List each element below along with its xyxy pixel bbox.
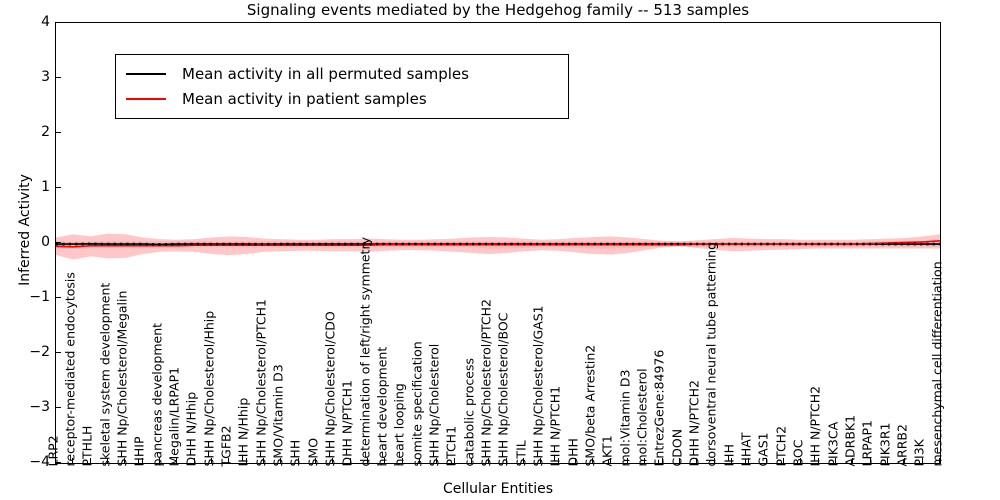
y-tick-mark xyxy=(55,187,61,188)
y-tick-label: −1 xyxy=(29,289,50,305)
x-tick-label[interactable]: SHH Np/Cholesterol/CDO xyxy=(322,310,338,466)
x-axis-label: Cellular Entities xyxy=(442,481,554,497)
x-tick-label[interactable]: mol:Vitamin D3 xyxy=(617,369,632,466)
plot-area: Mean activity in all permuted samples Me… xyxy=(55,22,941,464)
y-tick-mark xyxy=(55,352,61,353)
x-tick-label[interactable]: skeletal system development xyxy=(97,282,112,466)
x-tick-label[interactable]: TGFB2 xyxy=(218,424,234,466)
x-tick-label[interactable]: HHAT xyxy=(738,431,754,466)
x-tick-label[interactable]: heart looping xyxy=(391,382,407,466)
patient-variability-band xyxy=(56,233,940,260)
y-tick-mark xyxy=(55,242,61,243)
y-tick-mark xyxy=(55,22,61,23)
x-tick-label[interactable]: somite specification xyxy=(409,340,424,466)
legend-label-permuted: Mean activity in all permuted samples xyxy=(182,64,469,83)
x-tick-label[interactable]: BOC xyxy=(790,439,806,466)
y-tick-label: 2 xyxy=(41,124,50,140)
x-tick-label[interactable]: heart development xyxy=(374,346,390,466)
x-tick-label[interactable]: SHH Np/Cholesterol xyxy=(426,343,442,466)
x-tick-label[interactable]: DHH N/PTCH2 xyxy=(686,379,702,466)
x-tick-label[interactable]: DHH N/PTCH1 xyxy=(339,379,355,466)
x-tick-label[interactable]: IHH N/Hhip xyxy=(235,397,251,466)
x-tick-label[interactable]: dorsoventral neural tube patterning xyxy=(703,241,719,467)
y-tick-label: −2 xyxy=(29,344,50,360)
y-tick-label: −3 xyxy=(29,399,50,415)
x-tick-label[interactable]: EntrezGene:84976 xyxy=(651,349,667,466)
x-tick-label[interactable]: PIK3CA xyxy=(825,421,840,466)
chart-title: Signaling events mediated by the Hedgeho… xyxy=(246,1,750,19)
y-tick-label: 1 xyxy=(41,179,50,195)
x-tick-label[interactable]: IHH xyxy=(721,443,736,467)
x-tick-label[interactable]: DHH xyxy=(565,437,580,466)
x-tick-label[interactable]: PTCH2 xyxy=(773,425,788,466)
x-tick-label[interactable]: GAS1 xyxy=(755,431,771,466)
x-tick-label[interactable]: DHH N/Hhip xyxy=(183,391,199,466)
x-tick-label[interactable]: SMO/Vitamin D3 xyxy=(270,363,286,466)
x-tick-label[interactable]: SMO/beta Arrestin2 xyxy=(582,344,598,466)
x-tick-label[interactable]: catabolic process xyxy=(461,357,476,466)
legend-label-patient: Mean activity in patient samples xyxy=(182,89,427,108)
x-tick-label[interactable]: SHH Np/Cholesterol/PTCH2 xyxy=(478,298,494,467)
x-tick-label[interactable]: STIL xyxy=(513,439,528,466)
y-tick-mark xyxy=(55,407,61,408)
x-tick-label[interactable]: PI3K xyxy=(911,438,927,466)
x-tick-label[interactable]: PIK3R1 xyxy=(877,421,892,466)
plot-canvas xyxy=(56,233,940,260)
x-tick-label[interactable]: determination of left/right symmetry xyxy=(357,236,372,467)
series-markers-permuted xyxy=(56,242,940,246)
y-tick-mark xyxy=(55,132,61,133)
x-tick-label[interactable]: SMO xyxy=(305,437,320,466)
x-tick-label[interactable]: Megalin/LRPAP1 xyxy=(166,366,182,466)
x-tick-label[interactable]: PTHLH xyxy=(79,425,95,466)
x-tick-label[interactable]: IHH N/PTCH1 xyxy=(547,385,563,466)
x-tick-label[interactable]: HHIP xyxy=(131,435,147,466)
y-tick-label: 3 xyxy=(41,69,50,85)
legend-item-patient[interactable]: Mean activity in patient samples xyxy=(126,86,558,111)
y-tick-mark xyxy=(55,462,61,463)
legend-item-permuted[interactable]: Mean activity in all permuted samples xyxy=(126,61,558,86)
x-tick-label[interactable]: SHH xyxy=(287,439,303,466)
y-tick-label: 0 xyxy=(41,234,50,250)
x-tick-label[interactable]: ARRB2 xyxy=(894,423,910,466)
y-axis-tick-labels: 4 3 2 1 0 −1 −2 −3 −4 xyxy=(10,15,50,469)
x-tick-label[interactable]: CDON xyxy=(669,428,684,466)
x-tick-label[interactable]: SHH Np/Cholesterol/Megalin xyxy=(114,290,130,466)
x-tick-label[interactable]: SHH Np/Cholesterol/PTCH1 xyxy=(253,298,268,467)
legend-line-swatch-patient xyxy=(126,97,166,100)
x-tick-label[interactable]: pancreas development xyxy=(149,322,164,466)
x-tick-label[interactable]: SHH Np/Cholesterol/GAS1 xyxy=(530,304,546,466)
y-tick-mark xyxy=(55,297,61,298)
x-tick-label[interactable]: mol:Cholesterol xyxy=(634,367,650,466)
y-tick-label: 4 xyxy=(41,14,50,30)
x-tick-label[interactable]: ADRBK1 xyxy=(842,414,858,466)
x-tick-label[interactable]: receptor-mediated endocytosis xyxy=(62,271,78,466)
x-tick-label[interactable]: SHH Np/Cholesterol/BOC xyxy=(495,312,511,466)
x-tick-label[interactable]: LRPAP1 xyxy=(859,419,875,466)
y-tick-label: −4 xyxy=(29,454,50,470)
x-tick-label[interactable]: IHH N/PTCH2 xyxy=(807,385,823,466)
x-tick-label[interactable]: PTCH1 xyxy=(443,425,459,466)
y-axis-label: Inferred Activity xyxy=(17,174,33,286)
chart-legend: Mean activity in all permuted samples Me… xyxy=(115,54,569,119)
x-tick-label[interactable]: mesenchymal cell differentiation xyxy=(929,260,944,466)
x-tick-label[interactable]: AKT1 xyxy=(599,434,615,466)
x-tick-label[interactable]: SHH Np/Cholesterol/Hhip xyxy=(201,310,216,466)
y-tick-mark xyxy=(55,77,61,78)
legend-line-swatch-permuted xyxy=(126,72,166,75)
